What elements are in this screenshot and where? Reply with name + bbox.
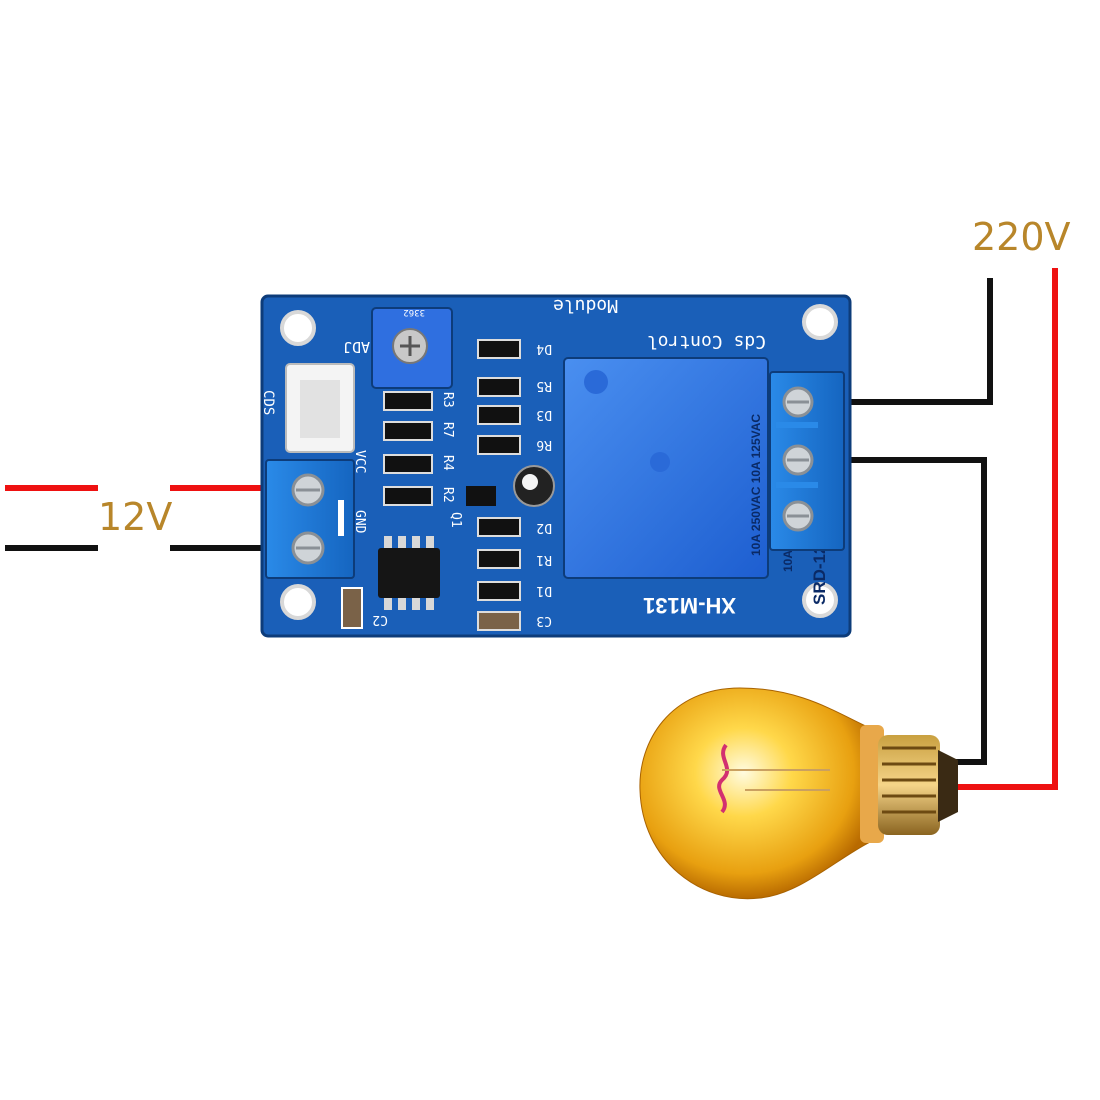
mains-red-wire	[950, 268, 1058, 790]
r6-label: R6	[536, 437, 552, 452]
supply-wires	[5, 485, 268, 551]
r2-label: R2	[440, 487, 455, 503]
bulb-filament-support	[722, 769, 830, 791]
adj-text: ADJ	[343, 338, 370, 356]
vcc-text: VCC	[352, 450, 367, 473]
c2-capacitor	[341, 587, 363, 629]
power-terminal-block	[265, 459, 355, 579]
d4-label: D4	[536, 341, 552, 356]
model-label: XH-M131	[643, 593, 736, 618]
potentiometer	[371, 307, 453, 389]
d2-label: D2	[536, 520, 552, 535]
q1-label: Q1	[448, 512, 463, 528]
r5-label: R5	[536, 378, 552, 393]
smd-components-left	[383, 391, 433, 506]
mains-black-wire-to-bulb	[842, 457, 987, 765]
c3-label: C3	[536, 613, 552, 628]
mounting-holes	[280, 304, 838, 620]
ic-chip	[378, 536, 440, 610]
r1-label: R1	[536, 552, 552, 567]
mains-black-wire-in	[842, 278, 993, 405]
low-voltage-label: 12V	[98, 495, 172, 539]
c2-label: C2	[372, 612, 388, 627]
high-voltage-label: 220V	[972, 215, 1071, 259]
relay-module-board: 3362 Module Cds Control ADJ CDS VCC GND …	[260, 294, 852, 638]
relay-rating-ac-text: 10A 250VAC 10A 125VAC	[749, 414, 763, 556]
pot-code-text: 3362	[403, 307, 425, 317]
smd-components-right	[466, 339, 555, 631]
d1-label: D1	[536, 583, 552, 598]
r4-label: R4	[440, 455, 455, 471]
bulb-filament	[717, 743, 730, 814]
d3-label: D3	[536, 407, 552, 422]
mains-wires	[842, 268, 1058, 790]
bulb-glass	[639, 687, 871, 900]
module-text: Module	[553, 295, 618, 316]
cds-connector	[285, 363, 355, 453]
r3-label: R3	[440, 392, 455, 408]
light-bulb	[639, 687, 958, 900]
gnd-text: GND	[352, 510, 367, 534]
cds-control-text: Cds Control	[647, 331, 766, 352]
relay-terminal-block	[769, 371, 845, 551]
cds-text: CDS	[260, 390, 276, 415]
r7-label: R7	[440, 422, 455, 438]
bulb-screw-base	[878, 735, 958, 835]
